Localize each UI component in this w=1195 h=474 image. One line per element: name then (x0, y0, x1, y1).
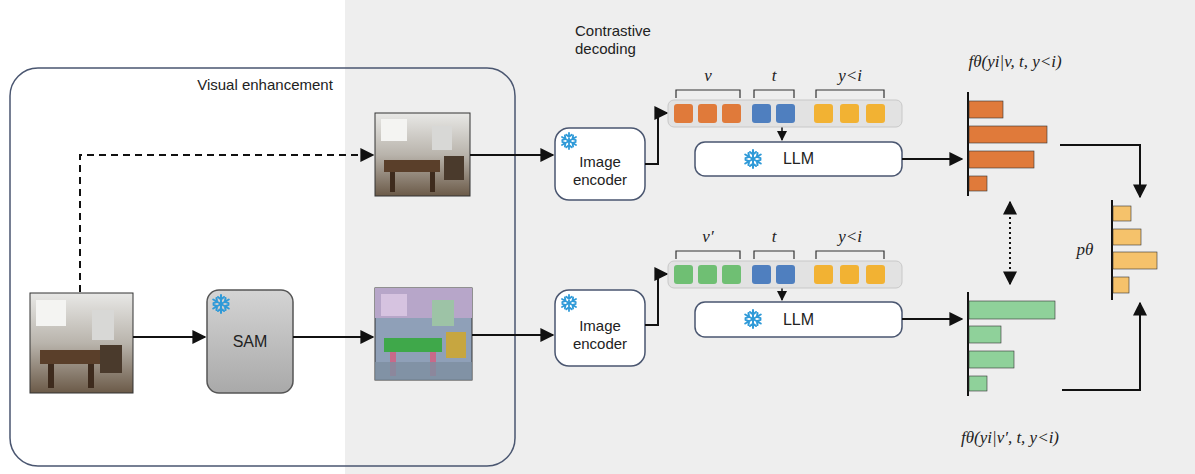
encoder-box (555, 128, 645, 200)
token-strip (668, 100, 902, 127)
node-label: LLM (701, 310, 896, 329)
snowflake-icon (743, 149, 763, 169)
math-label: y<i (838, 66, 862, 86)
photo-enhanced (375, 113, 470, 196)
math-label: v (704, 66, 712, 86)
region-outline (10, 68, 515, 466)
region-band: Contrastive decodingImage encoderLLMImag… (345, 0, 1195, 474)
node-label: LLM (701, 149, 896, 168)
token-brackets (676, 90, 884, 259)
bar-chart (968, 92, 1047, 196)
snowflake-icon (743, 309, 763, 329)
encoder-box (555, 290, 645, 366)
math-label: v′ (702, 227, 713, 247)
math-label: t (772, 66, 777, 86)
sam-box (207, 290, 293, 393)
llm-box (695, 302, 902, 337)
math-label: fθ(yi|v, t, y<i) (968, 52, 1061, 72)
token-strip (668, 261, 902, 288)
snowflake-icon (211, 294, 231, 314)
region-box: Visual enhancementSAM (10, 68, 515, 466)
node-label: Image encoder (561, 153, 639, 189)
node-label: SAM (213, 332, 287, 351)
segmentation-map (375, 288, 472, 380)
node-label: Image encoder (561, 317, 639, 353)
math-label: y<i (838, 227, 862, 247)
llm-box: LLM (695, 142, 902, 176)
llm-box: LLM (695, 302, 902, 337)
photo-original (30, 293, 133, 393)
encoder-box: Image encoder (555, 290, 645, 366)
math-label: pθ (1077, 240, 1094, 260)
llm-box (695, 142, 902, 176)
grey-band (345, 0, 1195, 474)
bar-chart (968, 292, 1055, 396)
snowflake-icon (560, 132, 578, 150)
node-label: Visual enhancement (185, 76, 345, 94)
math-label: t (772, 227, 777, 247)
process-box: SAM (207, 290, 293, 393)
node-label: Contrastive decoding (575, 22, 695, 58)
snowflake-icon (560, 294, 578, 312)
flow-arrows (80, 113, 1140, 390)
bar-chart (1112, 200, 1157, 300)
math-label: fθ(yi|v′, t, y<i) (961, 428, 1059, 448)
encoder-box: Image encoder (555, 128, 645, 200)
